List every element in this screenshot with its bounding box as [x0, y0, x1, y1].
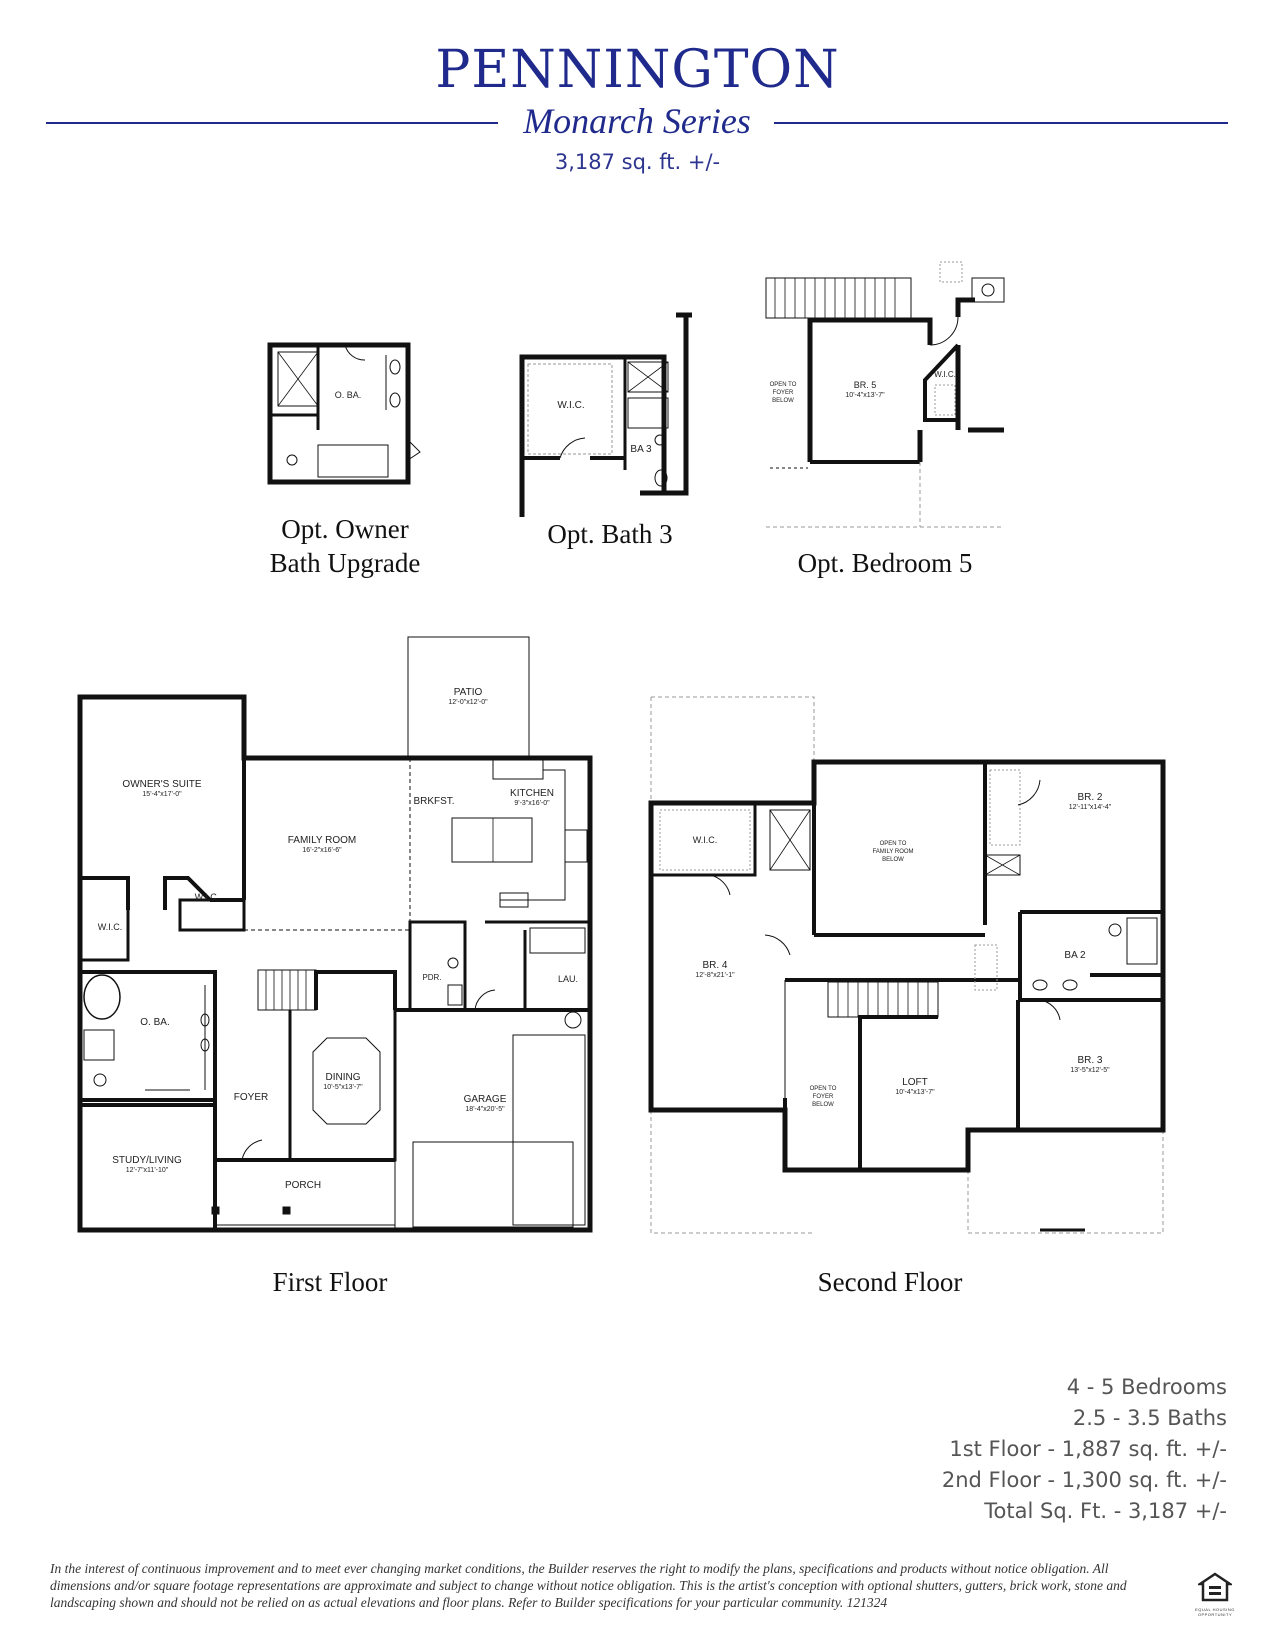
- spec-baths: 2.5 - 3.5 Baths: [1072, 1406, 1227, 1430]
- right-rule: [774, 122, 1228, 124]
- ff-study-dim: 12'-7"x11'-10": [126, 1167, 169, 1174]
- opt-bedroom5-caption: Opt. Bedroom 5: [797, 548, 973, 578]
- ff-oba-label: O. BA.: [140, 1017, 169, 1028]
- second-floor-caption: Second Floor: [817, 1267, 963, 1297]
- ff-foyer-label: FOYER: [234, 1092, 268, 1103]
- opt-br5-open-label-3: BELOW: [772, 398, 794, 404]
- spec-second-floor: 2nd Floor - 1,300 sq. ft. +/-: [941, 1468, 1227, 1492]
- sf-br3-dim: 13'-5"x12'-5": [1070, 1067, 1110, 1074]
- opt-br5-open-label-1: OPEN TO: [770, 382, 797, 388]
- first-floor-plan: [77, 636, 593, 1233]
- ff-wic2-label: W.I.C.: [195, 892, 220, 902]
- opt-owner-bath-caption-2: Bath Upgrade: [269, 548, 421, 578]
- ff-patio-label: PATIO: [454, 687, 483, 698]
- sf-br3-label: BR. 3: [1077, 1055, 1102, 1066]
- opt-bath3-wic-label: W.I.C.: [557, 400, 584, 411]
- sf-br2-dim: 12'-11"x14'-4": [1069, 804, 1112, 811]
- sf-br4-label: BR. 4: [702, 960, 727, 971]
- spec-total: Total Sq. Ft. - 3,187 +/-: [984, 1499, 1227, 1523]
- series-row: Monarch Series: [46, 100, 1228, 141]
- opt-owner-bath-caption-1: Opt. Owner: [281, 514, 409, 544]
- ff-garage-label: GARAGE: [464, 1094, 507, 1105]
- ff-dining-label: DINING: [326, 1072, 361, 1083]
- series-name: Monarch Series: [523, 101, 751, 141]
- spec-first-floor: 1st Floor - 1,887 sq. ft. +/-: [949, 1437, 1227, 1461]
- ff-lau-label: LAU.: [558, 974, 578, 984]
- ff-owners-suite-dim: 15'-4"x17'-0": [142, 791, 182, 798]
- equal-housing-logo: EQUAL HOUSING OPPORTUNITY: [1195, 1572, 1235, 1617]
- sf-ba2-label: BA 2: [1064, 950, 1086, 961]
- sf-open-foyer-1: OPEN TO: [810, 1086, 837, 1092]
- equal-housing-text: EQUAL HOUSING OPPORTUNITY: [1195, 1607, 1235, 1617]
- opt-br5-dim: 10'-4"x13'-7": [845, 392, 885, 399]
- ff-family-room-label: FAMILY ROOM: [288, 835, 357, 846]
- ff-kitchen-label: KITCHEN: [510, 788, 554, 799]
- sf-open-family-1: OPEN TO: [880, 841, 907, 847]
- ff-patio-dim: 12'-0"x12'-0": [448, 699, 488, 706]
- sf-loft-dim: 10'-4"x13'-7": [895, 1089, 935, 1096]
- spec-list: 4 - 5 Bedrooms 2.5 - 3.5 Baths 1st Floor…: [942, 1372, 1227, 1527]
- total-sqft: 3,187 sq. ft. +/-: [554, 150, 721, 174]
- opt-bath3-plan: [519, 312, 692, 517]
- sf-br4-dim: 12'-8"x21'-1": [695, 972, 735, 979]
- opt-owner-bath-plan: [267, 342, 421, 485]
- ff-dining-dim: 10'-5"x13'-7": [323, 1084, 363, 1091]
- sf-loft-label: LOFT: [902, 1077, 928, 1088]
- disclaimer: In the interest of continuous improvemen…: [50, 1561, 1127, 1610]
- sf-wic-label: W.I.C.: [693, 835, 718, 845]
- ff-family-room-dim: 16'-2"x16'-6": [302, 847, 342, 854]
- ff-wic1-label: W.I.C.: [98, 922, 123, 932]
- opt-owner-bath-caption: Opt. Owner Bath Upgrade: [235, 512, 455, 580]
- opt-bath3-ba3-label: BA 3: [630, 444, 652, 455]
- opt-bath3-caption: Opt. Bath 3: [547, 519, 673, 549]
- ff-owners-suite-label: OWNER'S SUITE: [122, 779, 201, 790]
- left-rule: [46, 122, 498, 124]
- ff-study-label: STUDY/LIVING: [112, 1155, 182, 1166]
- opt-br5-wic-label: W.I.C.: [934, 370, 956, 379]
- ff-brkfst-label: BRKFST.: [413, 796, 454, 807]
- opt-bedroom5-plan: [765, 261, 1005, 528]
- first-floor-caption: First Floor: [272, 1267, 388, 1297]
- sf-open-foyer-3: BELOW: [812, 1102, 834, 1108]
- sf-br2-label: BR. 2: [1077, 792, 1102, 803]
- opt-br5-label: BR. 5: [854, 380, 877, 390]
- opt-owner-bath-label: O. BA.: [335, 390, 362, 400]
- sf-open-family-2: FAMILY ROOM: [872, 849, 913, 855]
- plan-title: PENNINGTON: [435, 40, 840, 100]
- equal-housing-icon: [1195, 1572, 1235, 1602]
- ff-garage-dim: 18'-4"x20'-5": [465, 1106, 505, 1113]
- spec-bedrooms: 4 - 5 Bedrooms: [1066, 1375, 1227, 1399]
- sf-open-family-3: BELOW: [882, 857, 904, 863]
- second-floor-plan: [648, 696, 1166, 1234]
- ff-porch-label: PORCH: [285, 1180, 321, 1191]
- ff-pdr-label: PDR.: [422, 973, 441, 982]
- sf-open-foyer-2: FOYER: [813, 1094, 834, 1100]
- opt-br5-open-label-2: FOYER: [773, 390, 794, 396]
- ff-kitchen-dim: 9'-3"x16'-0": [514, 800, 550, 807]
